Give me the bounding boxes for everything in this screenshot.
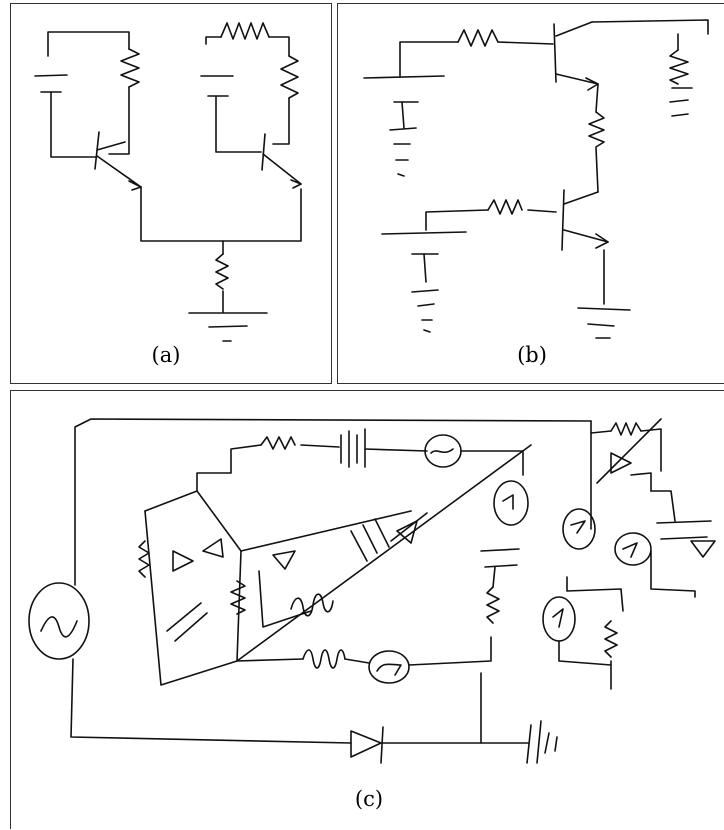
- right-loop: [200, 22, 302, 189]
- transistor-b-top-base: [553, 23, 557, 83]
- sketch-b: [363, 19, 709, 339]
- resistor-a-right: [280, 55, 299, 99]
- ac-source-icon: [28, 418, 592, 744]
- ground-leg-a: [188, 240, 268, 342]
- panel-b: (b): [337, 3, 724, 384]
- upper-stage-b: [363, 19, 709, 193]
- panel-a: (a): [10, 3, 332, 384]
- lamp-icon-right1: [562, 508, 596, 550]
- resistor-b-bottom: [487, 199, 523, 215]
- diode-top-right: [610, 452, 632, 474]
- transistor-a-left: [94, 131, 302, 242]
- lamp-icon-mid: [493, 480, 529, 526]
- lamp-icon-top: [424, 434, 462, 468]
- left-bridge: [138, 444, 532, 686]
- lamp-icon-bottom: [368, 650, 410, 684]
- bottom-diode: [350, 672, 558, 764]
- caption-a: (a): [151, 343, 181, 367]
- lamp-icon-right2: [542, 596, 576, 642]
- bottom-branch: [236, 548, 520, 684]
- resistor-b-top: [457, 29, 499, 47]
- resistor-b-right: [669, 49, 689, 85]
- left-loop: [34, 31, 140, 158]
- middle-network: [258, 512, 428, 628]
- ground-icon-b2: [577, 307, 631, 311]
- panel-c: (c): [10, 390, 724, 829]
- sketch-a: [34, 22, 302, 342]
- lamp-icon-right3: [614, 532, 652, 566]
- caption-b: (b): [517, 343, 547, 367]
- resistor-b-middle: [588, 111, 605, 148]
- lower-stage-b: [381, 189, 631, 339]
- right-cluster: [542, 472, 716, 690]
- resistor-a-left: [120, 48, 140, 88]
- top-rail: [196, 418, 662, 530]
- transistor-b-bottom-base: [561, 189, 565, 251]
- sketch-c: [28, 418, 716, 764]
- battery-plate-a1: [34, 74, 68, 77]
- ground-icon-b1: [389, 127, 417, 131]
- caption-c: (c): [354, 787, 384, 811]
- resistor-a-top: [220, 22, 270, 40]
